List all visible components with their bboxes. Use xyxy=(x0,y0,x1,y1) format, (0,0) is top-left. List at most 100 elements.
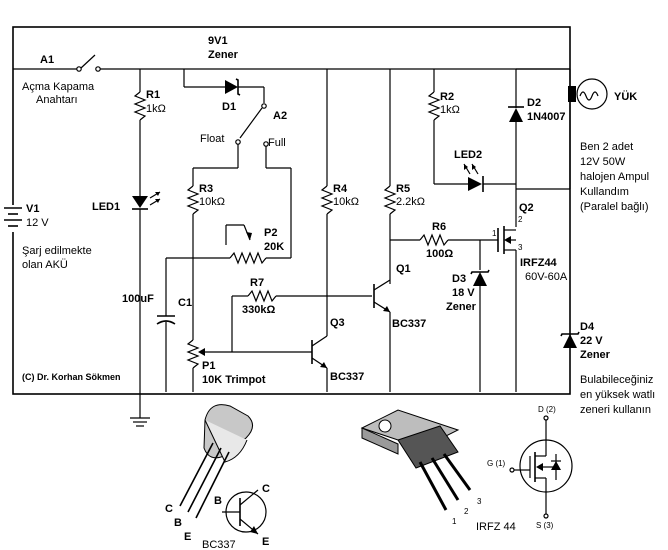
r2-label: R2 xyxy=(440,91,454,103)
led1: LED1 xyxy=(92,186,161,418)
q2-rating: 60V-60A xyxy=(525,271,568,283)
led2-label: LED2 xyxy=(454,149,482,161)
d4-label: D4 xyxy=(580,321,595,333)
irfz44-package: 1 2 3 IRFZ 44 xyxy=(360,409,516,533)
battery-caption-line2: olan AKÜ xyxy=(22,259,68,271)
r4-label: R4 xyxy=(333,183,348,195)
resistor-r1: R1 1kΩ xyxy=(133,69,166,186)
top-rail xyxy=(13,54,570,72)
r5-label: R5 xyxy=(396,183,410,195)
note-load: Ben 2 adet 12V 50W halojen Ampul Kulland… xyxy=(580,141,649,213)
d3-type: Zener xyxy=(446,301,477,313)
bc337-package-label: BC337 xyxy=(202,539,236,550)
zener-d3: D3 18 V Zener xyxy=(446,240,490,392)
p1-label: P1 xyxy=(202,360,215,372)
r3-label: R3 xyxy=(199,183,213,195)
capacitor-c1: 100uF C1 xyxy=(122,257,193,392)
note-load-line3: halojen Ampul xyxy=(580,171,649,183)
led1-label: LED1 xyxy=(92,201,120,213)
note-zener-line2: en yüksek watlı xyxy=(580,389,655,401)
note-load-line5: (Paralel bağlı) xyxy=(580,201,648,213)
transistor-q1: Q1 BC337 xyxy=(373,263,426,392)
resistor-r5: R5 2.2kΩ xyxy=(383,69,425,284)
switch-caption-line1: Açma Kapama xyxy=(22,81,95,93)
ground-symbol xyxy=(130,417,150,427)
switch-a1: A1 Açma Kapama Anahtarı xyxy=(22,54,95,106)
resistor-r7: R7 330kΩ xyxy=(231,277,372,352)
r3-value: 10kΩ xyxy=(199,196,225,208)
v1-label: V1 xyxy=(26,203,39,215)
a2-label: A2 xyxy=(273,110,287,122)
note-zener-line3: zeneri kullanın xyxy=(580,404,651,416)
q2-type: IRFZ44 xyxy=(520,257,558,269)
q1-type: BC337 xyxy=(392,318,426,330)
d2-label: D2 xyxy=(527,97,541,109)
c1-label: C1 xyxy=(178,297,192,309)
q2-pin3: 3 xyxy=(518,243,523,252)
switch-caption-line2: Anahtarı xyxy=(36,94,78,106)
resistor-r6: R6 100Ω xyxy=(390,221,498,260)
trimpot-p1: P1 10K Trimpot xyxy=(186,339,312,392)
q3-type: BC337 xyxy=(330,371,364,383)
d1-label: D1 xyxy=(222,101,236,113)
d2-type: 1N4007 xyxy=(527,111,566,123)
d3-label: D3 xyxy=(452,273,466,285)
float-label: Float xyxy=(200,133,224,145)
potentiometer-p2: P2 20K xyxy=(193,224,291,265)
r1-label: R1 xyxy=(146,89,160,101)
mosfet-symbol: D (2) G (1) S (3) xyxy=(487,405,573,530)
bc337-symbol: C B E xyxy=(214,483,270,548)
c1-value: 100uF xyxy=(122,293,154,305)
r5-value: 2.2kΩ xyxy=(396,196,425,208)
q2-label: Q2 xyxy=(519,202,534,214)
q1-label: Q1 xyxy=(396,263,411,275)
note-load-line1: Ben 2 adet xyxy=(580,141,633,153)
battery-caption-line1: Şarj edilmekte xyxy=(22,245,92,257)
pkg-c-label: C xyxy=(165,503,173,515)
irfz44-package-label: IRFZ 44 xyxy=(476,521,516,533)
load-lamp: YÜK xyxy=(516,68,637,190)
bc337-package: C B E BC337 xyxy=(165,404,253,550)
q2-pin2: 2 xyxy=(518,215,523,224)
r2-value: 1kΩ xyxy=(440,104,460,116)
resistor-r4: R4 10kΩ xyxy=(320,69,359,336)
zener-d4: D4 22 V Zener xyxy=(560,321,611,361)
r7-label: R7 xyxy=(250,277,264,289)
mosfet-q2: Q2 2 1 3 IRFZ44 60V-60A xyxy=(492,202,568,392)
tab-2-label: 2 xyxy=(464,507,469,516)
note-zener: Bulabileceğiniz en yüksek watlı zeneri k… xyxy=(580,374,655,416)
note-load-line2: 12V 50W xyxy=(580,156,626,168)
v1-value: 12 V xyxy=(26,217,49,229)
mos-g-label: G (1) xyxy=(487,459,506,468)
diode-d2: D2 1N4007 xyxy=(508,69,566,227)
zener-d1: 9V1 Zener D1 xyxy=(183,35,265,113)
full-label: Full xyxy=(268,137,286,149)
r7-value: 330kΩ xyxy=(242,304,275,316)
led2: LED2 xyxy=(454,149,516,192)
p2-value: 20K xyxy=(264,241,284,253)
battery-v1: V1 12 V Şarj edilmekte olan AKÜ xyxy=(4,203,92,271)
switch-a1-label: A1 xyxy=(40,54,54,66)
tab-3-label: 3 xyxy=(477,497,482,506)
tab-1-label: 1 xyxy=(452,517,457,526)
transistor-q3: Q3 BC337 xyxy=(311,317,364,392)
d3-rating: 18 V xyxy=(452,287,475,299)
selector-a2: A2 Float Full xyxy=(193,103,292,258)
r6-value: 100Ω xyxy=(426,248,453,260)
resistor-r2: R2 1kΩ xyxy=(427,69,468,185)
r1-value: 1kΩ xyxy=(146,103,166,115)
resistor-r3: R3 10kΩ xyxy=(186,168,225,340)
pkg-b-label: B xyxy=(174,517,182,529)
note-load-line4: Kullandım xyxy=(580,186,629,198)
p1-value: 10K Trimpot xyxy=(202,374,266,386)
q2-pin1: 1 xyxy=(492,229,497,238)
r6-label: R6 xyxy=(432,221,446,233)
mos-d-label: D (2) xyxy=(538,405,556,414)
load-label: YÜK xyxy=(614,90,637,103)
mos-s-label: S (3) xyxy=(536,521,554,530)
sym-e-label: E xyxy=(262,536,269,548)
d1-type: Zener xyxy=(208,49,239,61)
sym-b-label: B xyxy=(214,495,222,507)
